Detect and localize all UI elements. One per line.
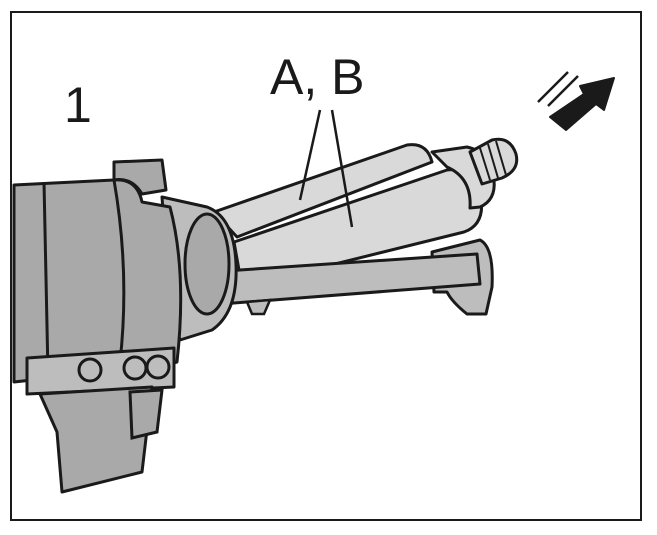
figure-frame: 1 A, B xyxy=(10,11,642,521)
rail-support xyxy=(245,298,272,316)
thread-ring xyxy=(487,143,499,179)
pedestal-rib xyxy=(128,388,164,440)
bolt-head xyxy=(145,354,171,380)
assembly-illustration: 1 A, B xyxy=(12,49,615,494)
leader-line-a xyxy=(298,109,322,201)
bolt-head xyxy=(77,357,103,383)
bolt-head xyxy=(122,355,148,381)
part-1-label: 1 xyxy=(64,77,92,133)
thread-ring xyxy=(495,140,507,176)
lower-pedestal xyxy=(38,385,154,494)
cylinder-a-body xyxy=(212,143,434,239)
leader-line-b xyxy=(330,109,354,228)
housing-seam xyxy=(112,179,126,363)
housing-clamp-band xyxy=(42,181,50,375)
arrow-pointing-down-left-icon xyxy=(537,71,615,131)
part-ab-label: A, B xyxy=(270,49,364,105)
flange-ring xyxy=(183,212,231,316)
thread-ring xyxy=(479,147,491,181)
